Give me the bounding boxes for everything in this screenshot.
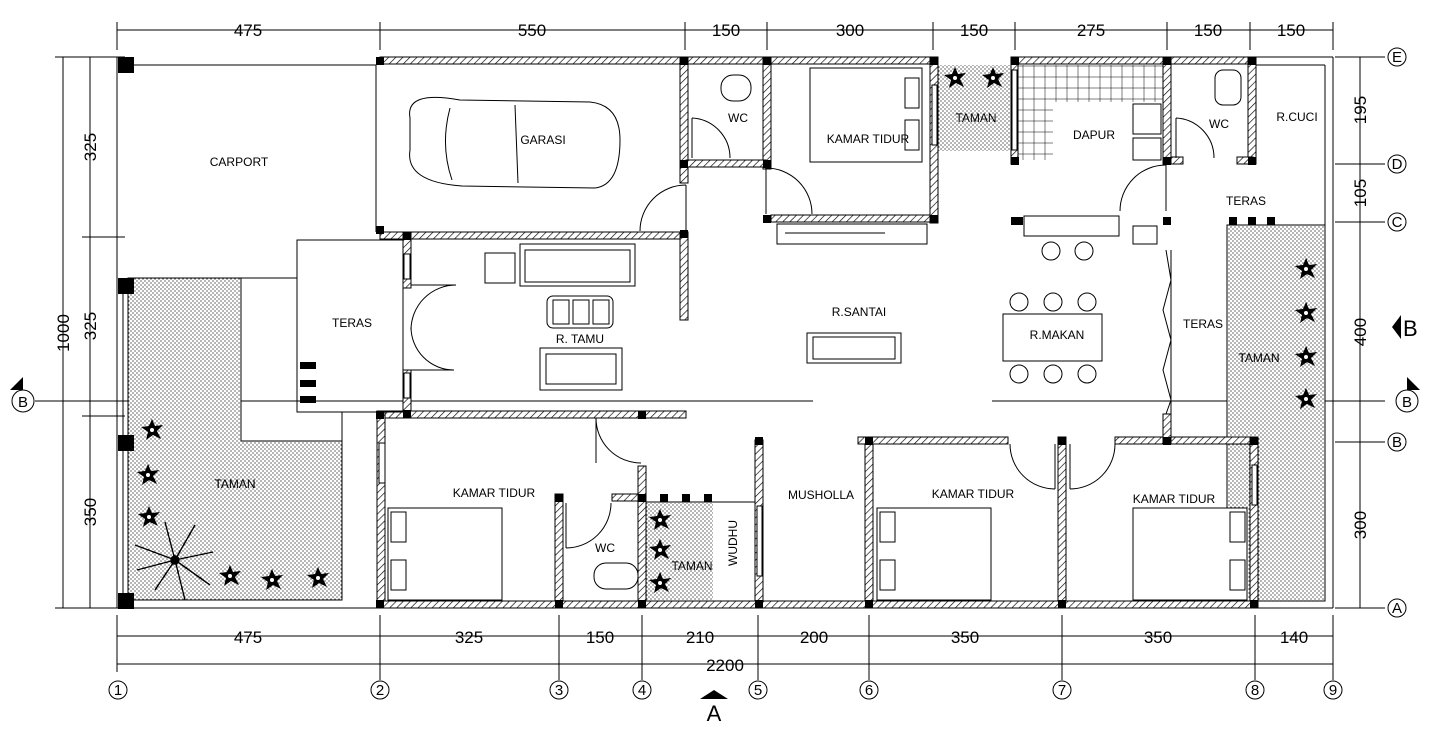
- label-r-santai: R.SANTAI: [832, 305, 886, 319]
- dim-bottom-4: 210: [686, 628, 714, 647]
- dim-total: 2200: [706, 656, 744, 675]
- grid-4: 4: [638, 682, 646, 699]
- dim-left-total: 1000: [54, 314, 73, 352]
- dim-bottom-8: 140: [1280, 628, 1308, 647]
- grid-8: 8: [1251, 682, 1259, 699]
- label-taman-right: TAMAN: [1238, 351, 1279, 365]
- doors: [410, 117, 1215, 549]
- dim-left-1: 325: [81, 133, 100, 161]
- label-teras-top-right: TERAS: [1226, 194, 1266, 208]
- grid-D: D: [1392, 156, 1403, 173]
- label-teras-left: TERAS: [332, 316, 372, 330]
- dim-top-1: 475: [234, 21, 262, 40]
- grid-C: C: [1392, 214, 1403, 231]
- room-labels: CARPORT GARASI WC KAMAR TIDUR TAMAN DAPU…: [210, 110, 1318, 573]
- label-taman-left: TAMAN: [214, 477, 255, 491]
- grid-bubbles-numbers: 1 2 3 4 5 6 7 8 9: [108, 680, 1343, 700]
- section-cut-line: B B B A: [10, 315, 1420, 726]
- section-mark-side: B: [1403, 316, 1418, 341]
- dim-top-4: 300: [836, 21, 864, 40]
- dim-top-3: 150: [712, 21, 740, 40]
- grid-6: 6: [865, 682, 873, 699]
- top-dimension-labels: 475 550 150 300 150 275 150 150: [234, 21, 1305, 40]
- dim-right-3: 400: [1351, 318, 1370, 346]
- plants: [134, 67, 1317, 601]
- label-kamar-top: KAMAR TIDUR: [827, 132, 910, 146]
- label-kamar-bm: KAMAR TIDUR: [932, 487, 1015, 501]
- dim-bottom-7: 350: [1144, 628, 1172, 647]
- dim-bottom-5: 200: [800, 628, 828, 647]
- section-mark-left: B: [18, 394, 28, 411]
- label-garasi: GARASI: [520, 133, 565, 147]
- label-carport: CARPORT: [210, 155, 269, 169]
- label-taman-bottom: TAMAN: [671, 559, 712, 573]
- windows: [378, 69, 1258, 577]
- label-dapur: DAPUR: [1073, 128, 1115, 142]
- dim-bottom-3: 150: [586, 628, 614, 647]
- columns: [118, 57, 1275, 609]
- right-dimension-labels: 195 105 400 300: [1351, 96, 1370, 539]
- grid-A: A: [1392, 600, 1402, 617]
- dim-left-2: 325: [81, 312, 100, 340]
- label-wc-top: WC: [728, 111, 748, 125]
- label-r-makan: R.MAKAN: [1030, 328, 1085, 342]
- dim-left-3: 350: [81, 498, 100, 526]
- dim-right-1: 195: [1351, 96, 1370, 124]
- dim-top-2: 550: [518, 21, 546, 40]
- section-mark-right: B: [1402, 394, 1412, 411]
- dimension-lines: [55, 22, 1385, 680]
- label-kamar-br: KAMAR TIDUR: [1133, 492, 1216, 506]
- left-dimension-labels: 325 325 350 1000: [54, 133, 100, 526]
- label-r-tamu: R. TAMU: [556, 332, 604, 346]
- dim-right-2: 105: [1351, 179, 1370, 207]
- grid-1: 1: [114, 682, 122, 699]
- grid-B: B: [1392, 434, 1402, 451]
- label-wc-bottom: WC: [595, 541, 615, 555]
- label-wc-right: WC: [1209, 117, 1229, 131]
- label-taman-top: TAMAN: [955, 111, 996, 125]
- dim-bottom-1: 475: [234, 628, 262, 647]
- grid-9: 9: [1329, 682, 1337, 699]
- dim-top-6: 275: [1077, 21, 1105, 40]
- label-teras-right: TERAS: [1183, 317, 1223, 331]
- grid-3: 3: [555, 682, 563, 699]
- label-r-cuci: R.CUCI: [1276, 110, 1317, 124]
- dim-top-7: 150: [1194, 21, 1222, 40]
- bottom-dimension-labels: 475 325 150 210 200 350 350 140 2200: [234, 628, 1308, 675]
- dim-bottom-6: 350: [951, 628, 979, 647]
- section-mark-bottom: A: [707, 701, 722, 726]
- furniture: [387, 67, 1248, 601]
- grid-E: E: [1392, 49, 1402, 66]
- dim-top-8: 150: [1277, 21, 1305, 40]
- label-kamar-bl: KAMAR TIDUR: [453, 486, 536, 500]
- label-wudhu: WUDHU: [726, 520, 740, 566]
- grid-5: 5: [754, 682, 762, 699]
- outline-lines: [116, 56, 1334, 609]
- dim-bottom-2: 325: [455, 628, 483, 647]
- dim-right-4: 300: [1351, 511, 1370, 539]
- label-musholla: MUSHOLLA: [788, 488, 854, 502]
- grid-bubbles-letters: E D C B A: [1387, 47, 1407, 618]
- grid-7: 7: [1058, 682, 1066, 699]
- dim-top-5: 150: [960, 21, 988, 40]
- grid-2: 2: [376, 682, 384, 699]
